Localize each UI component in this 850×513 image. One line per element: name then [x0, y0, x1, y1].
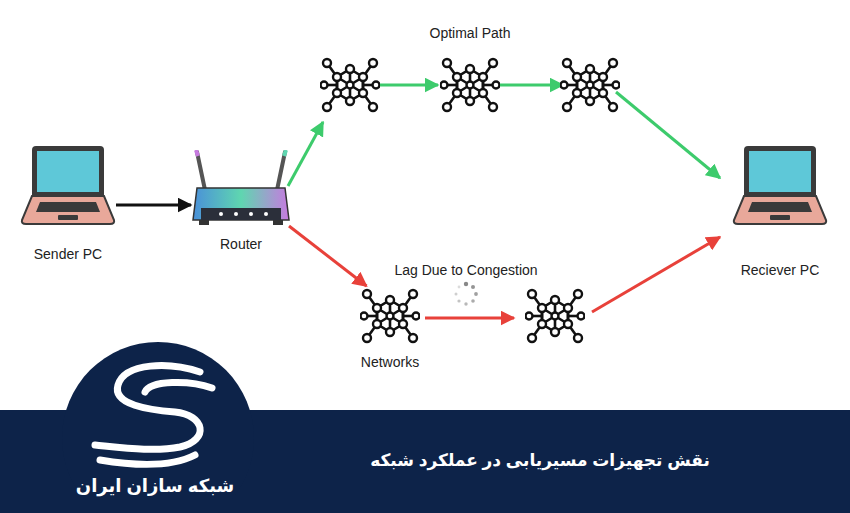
path-label: Lag Due to Congestion — [394, 262, 537, 279]
node-label: Sender PC — [34, 246, 102, 263]
laptop-icon — [20, 140, 116, 228]
laptop-icon — [732, 140, 828, 228]
network-node: Networks — [359, 286, 422, 372]
node-label: Networks — [361, 354, 419, 371]
banner-title: نقش تجهیزات مسیریابی در عملکرد شبکه — [370, 452, 710, 469]
receiver-pc: Reciever PC — [732, 140, 828, 280]
connector-arrow — [116, 204, 191, 207]
connector-arrow — [289, 226, 367, 286]
node-label: Router — [220, 236, 262, 253]
network-icon — [360, 286, 420, 346]
logo-text: شبکه سازان ایران — [76, 478, 234, 495]
router-icon — [191, 150, 291, 232]
router: Router — [191, 150, 291, 254]
sender-pc: Sender PC — [20, 140, 116, 264]
node-label: Reciever PC — [741, 262, 820, 279]
path-label: Optimal Path — [430, 25, 511, 42]
